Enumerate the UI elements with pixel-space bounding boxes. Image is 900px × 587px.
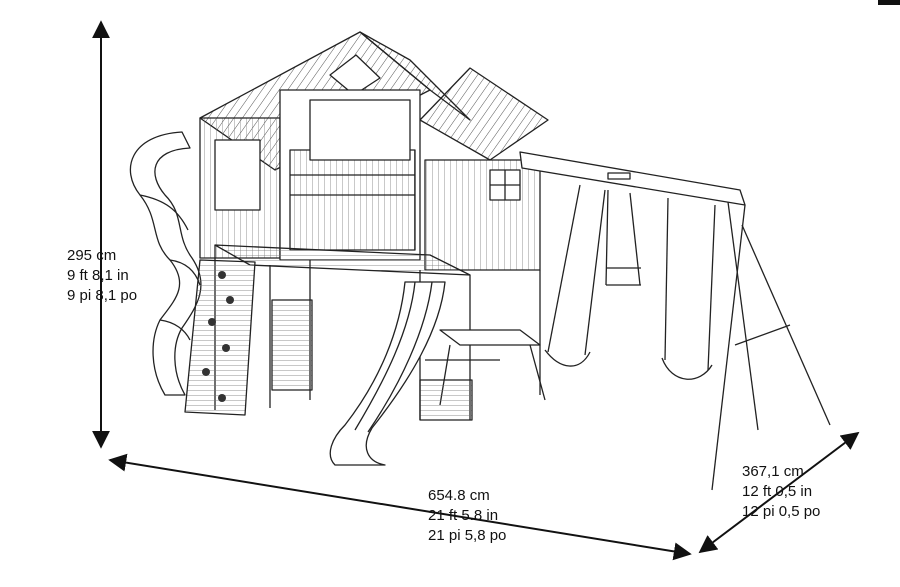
dimension-arrows bbox=[92, 20, 860, 561]
playset-drawing bbox=[129, 31, 831, 491]
depth-metric: 367,1 cm bbox=[742, 463, 804, 480]
corner-mark bbox=[878, 0, 900, 5]
swing-set bbox=[519, 151, 831, 491]
depth-imperial: 12 ft 0,5 in bbox=[742, 483, 813, 500]
width-arrow-icon bbox=[108, 453, 692, 561]
width-metric: 654.8 cm bbox=[428, 487, 490, 504]
width-dimension-label: 654.8 cm 21 ft 5.8 in 21 pi 5,8 po bbox=[428, 486, 506, 546]
main-house bbox=[199, 89, 541, 271]
width-imperial: 21 ft 5.8 in bbox=[428, 507, 499, 524]
picnic-table bbox=[419, 329, 546, 421]
height-imperial: 9 ft 8,1 in bbox=[67, 267, 129, 284]
right-roof bbox=[419, 67, 549, 161]
depth-dimension-label: 367,1 cm 12 ft 0,5 in 12 pi 0,5 po bbox=[742, 462, 820, 522]
depth-arrow-icon bbox=[698, 431, 860, 554]
height-french: 9 pi 8,1 po bbox=[67, 287, 138, 304]
height-metric: 295 cm bbox=[67, 247, 117, 264]
climbing-wall bbox=[184, 259, 256, 416]
wave-slide bbox=[329, 281, 446, 466]
width-french: 21 pi 5,8 po bbox=[428, 527, 507, 544]
height-dimension-label: 295 cm 9 ft 8,1 in 9 pi 8,1 po bbox=[67, 246, 137, 306]
main-deck bbox=[214, 244, 541, 420]
swings bbox=[544, 184, 716, 380]
depth-french: 12 pi 0,5 po bbox=[742, 503, 821, 520]
